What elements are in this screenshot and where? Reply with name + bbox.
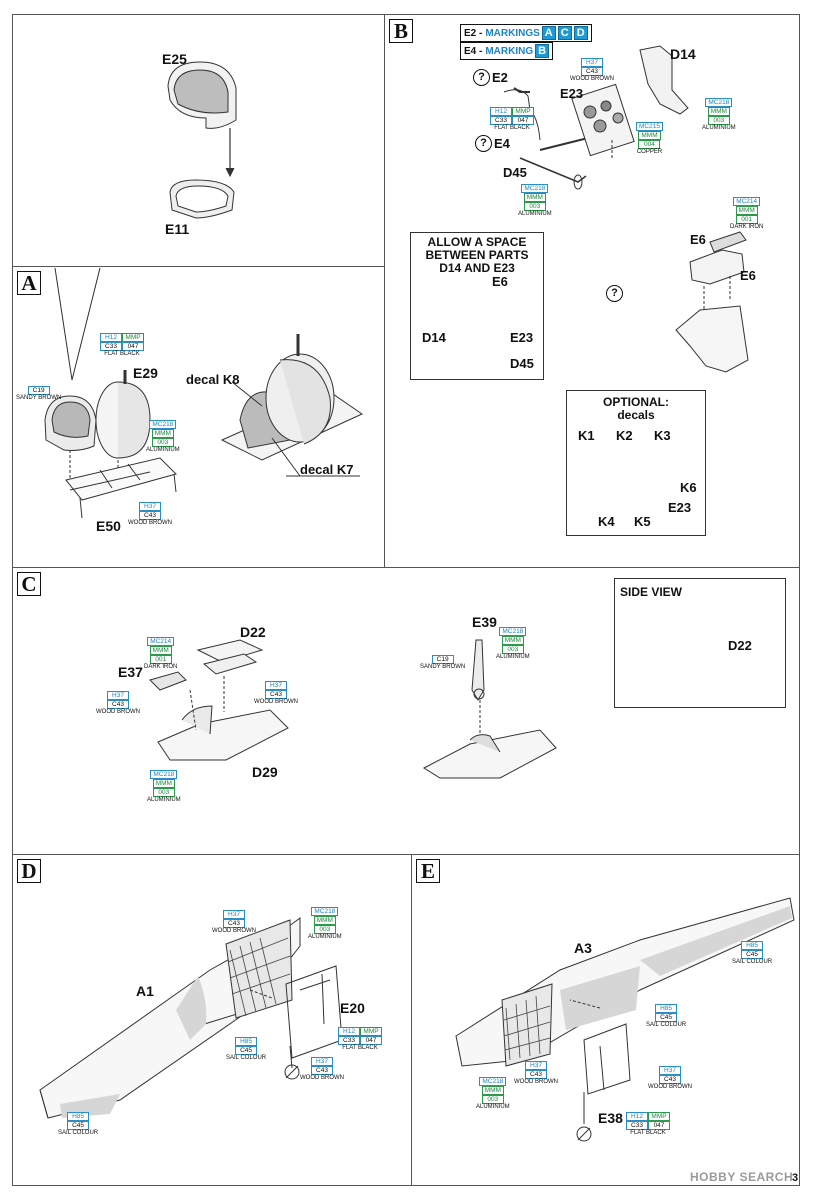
paint-callout: H37 C43 WOOD BROWN (96, 691, 140, 715)
part-label-e37: E37 (118, 664, 143, 680)
decal-label-k5: K5 (634, 514, 651, 529)
part-label-e2: E2 (492, 70, 508, 85)
part-label-e38: E38 (598, 1110, 623, 1126)
paint-callout: H37 C43 WOOD BROWN (648, 1066, 692, 1090)
inset-title-line: OPTIONAL: (603, 395, 669, 409)
inset-title-line: D14 AND E23 (439, 261, 515, 275)
paint-callout: MC214 MMM 001 DARK IRON (144, 637, 178, 670)
paint-callout: C19 SANDY BROWN (16, 386, 62, 401)
paint-callout: H37 C43 WOOD BROWN (212, 910, 256, 934)
part-label-e29: E29 (133, 365, 158, 381)
question-mark-icon: ? (475, 135, 492, 152)
part-label-e11: E11 (165, 221, 190, 237)
part-label-e23: E23 (510, 330, 534, 345)
decal-label-k2: K2 (616, 428, 633, 443)
step-d-label: D (17, 859, 41, 883)
part-label-e6: E6 (690, 232, 706, 247)
inset-optional-decals (566, 390, 706, 536)
decal-label-k8: decal K8 (186, 372, 240, 387)
paint-callout: MC218 MMM 003 ALUMINIUM (496, 627, 530, 660)
paint-callout: H85 C45 SAIL COLOUR (732, 941, 773, 965)
inset-spacing-note (410, 232, 544, 380)
marking-prefix: E2 - (464, 27, 483, 39)
decal-label-k3: K3 (654, 428, 671, 443)
marking-label: MARKINGS (485, 27, 540, 39)
part-label-e6: E6 (740, 268, 756, 283)
part-label-e23: E23 (668, 500, 692, 515)
frame-step-e (411, 854, 800, 1186)
inset-title: ALLOW A SPACE BETWEEN PARTS D14 AND E23 (410, 236, 544, 275)
part-label-d22: D22 (240, 624, 266, 640)
part-label-d29: D29 (252, 764, 278, 780)
paint-callout: C19 SANDY BROWN (420, 655, 466, 670)
part-label-e23: E23 (560, 86, 584, 101)
marking-letter: B (535, 44, 550, 58)
part-label-d22: D22 (728, 638, 752, 653)
step-b-label: B (389, 19, 413, 43)
inset-side-view (614, 578, 786, 708)
paint-callout: H85 C45 SAIL COLOUR (58, 1112, 99, 1136)
step-e-label: E (416, 859, 440, 883)
part-label-e50: E50 (96, 518, 121, 534)
part-label-e39: E39 (472, 614, 497, 630)
marking-letter: C (557, 26, 572, 40)
page-number: 3 (792, 1172, 799, 1184)
paint-callout: MC218 MMM 003 ALUMINIUM (308, 907, 342, 940)
marking-letter: A (541, 26, 556, 40)
part-label-d14: D14 (422, 330, 446, 345)
part-label-e4: E4 (494, 136, 510, 151)
decal-label-k6: K6 (680, 480, 697, 495)
paint-callout: MC218 MMM 003 ALUMINIUM (146, 420, 180, 453)
paint-callout: H85 C45 SAIL COLOUR (646, 1004, 687, 1028)
step-a-label: A (17, 271, 41, 295)
paint-callout: MC218 MMM 003 ALUMINIUM (147, 770, 181, 803)
marking-prefix: E4 - (464, 45, 483, 57)
paint-callout: H37 C43 WOOD BROWN (570, 58, 614, 82)
decal-label-k4: K4 (598, 514, 615, 529)
part-label-e20: E20 (340, 1000, 365, 1016)
marking-letter: D (573, 26, 588, 40)
inset-title: OPTIONAL: decals (566, 396, 706, 422)
inset-title-line: decals (617, 408, 655, 422)
part-label-e25: E25 (162, 51, 187, 67)
paint-callout: MC218 MMM 003 ALUMINIUM (518, 184, 552, 217)
part-label-d14: D14 (670, 46, 696, 62)
paint-callout: MC218 MMM 003 ALUMINIUM (702, 98, 736, 131)
question-mark-icon: ? (473, 69, 490, 86)
part-label-a3: A3 (574, 940, 592, 956)
part-label-d45: D45 (510, 356, 534, 371)
marking-note-e2: E2 - MARKINGS A C D (460, 24, 592, 42)
part-label-e6: E6 (492, 274, 508, 289)
marking-note-e4: E4 - MARKING B (460, 42, 554, 60)
step-c-label: C (17, 572, 41, 596)
hobby-search-watermark: HOBBY SEARCH (690, 1170, 794, 1184)
decal-label-k7: decal K7 (300, 462, 354, 477)
paint-callout: H37 C43 WOOD BROWN (514, 1061, 558, 1085)
side-view-title: SIDE VIEW (620, 585, 683, 599)
paint-callout: H37 C43 WOOD BROWN (254, 681, 298, 705)
inset-title-line: BETWEEN PARTS (425, 248, 529, 262)
decal-label-k1: K1 (578, 428, 595, 443)
part-label-d45: D45 (503, 165, 527, 180)
paint-callout: MC215 MMM 004 COPPER (636, 122, 663, 155)
paint-callout: MC214 MMM 001 DARK IRON (730, 197, 764, 230)
marking-label: MARKING (485, 45, 534, 57)
inset-title-line: ALLOW A SPACE (427, 235, 527, 249)
paint-callout: H37 C43 WOOD BROWN (128, 502, 172, 526)
paint-callout: MC218 MMM 003 ALUMINIUM (476, 1077, 510, 1110)
question-mark-icon: ? (606, 285, 623, 302)
paint-callout: H85 C45 SAIL COLOUR (226, 1037, 267, 1061)
paint-callout: H37 C43 WOOD BROWN (300, 1057, 344, 1081)
part-label-a1: A1 (136, 983, 154, 999)
